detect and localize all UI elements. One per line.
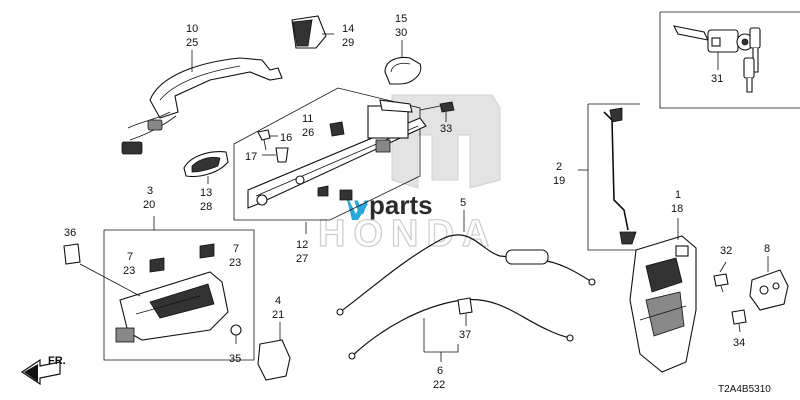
callout-35: 35	[229, 353, 241, 365]
callout-23a: 23	[123, 265, 135, 277]
callout-33: 33	[440, 123, 452, 135]
clip-part-36	[63, 243, 81, 265]
handle-base-frame-box	[233, 87, 421, 221]
inner-handle-cable-part	[348, 298, 574, 360]
bolt-part-35	[230, 324, 242, 344]
callout-7a: 7	[127, 251, 133, 263]
diagram-code: T2A4B5310	[718, 384, 771, 395]
handle-gasket-part	[384, 56, 422, 85]
callout-29: 29	[342, 37, 354, 49]
callout-27: 27	[296, 253, 308, 265]
key-cylinder-part	[673, 25, 754, 53]
cable-clip-part-37	[457, 297, 473, 315]
callout-37: 37	[459, 329, 471, 341]
door-lock-assembly-part	[629, 235, 697, 373]
bolt-part-34	[731, 309, 747, 333]
callout-12: 12	[296, 239, 308, 251]
callout-8: 8	[764, 243, 770, 255]
grommet-part-17	[275, 147, 289, 163]
screw-part-16	[257, 129, 271, 151]
front-marker-label: FR.	[48, 355, 66, 367]
clip-part-in-bracket	[317, 185, 353, 201]
callout-1: 1	[675, 189, 681, 201]
callout-25: 25	[186, 37, 198, 49]
callout-3: 3	[147, 185, 153, 197]
callout-18: 18	[671, 203, 683, 215]
callout-15: 15	[395, 13, 407, 25]
callout-32: 32	[720, 245, 732, 257]
lock-rod-frame-box	[587, 103, 650, 251]
callout-17: 17	[245, 151, 257, 163]
callout-36: 36	[64, 227, 76, 239]
inner-handle-frame-box	[103, 229, 255, 361]
clip-part-7-left	[149, 257, 165, 273]
callout-13: 13	[200, 187, 212, 199]
inner-door-handle-part	[115, 271, 229, 343]
callout-4: 4	[275, 295, 281, 307]
callout-21: 21	[272, 309, 284, 321]
callout-10: 10	[186, 23, 198, 35]
front-direction-arrow-icon	[20, 358, 61, 386]
callout-11: 11	[302, 113, 313, 125]
callout-23b: 23	[229, 257, 241, 269]
door-lock-cable-part	[336, 234, 596, 316]
watermark-site-suffix: parts	[369, 190, 433, 220]
handle-cover-part	[257, 339, 291, 381]
outer-door-handle-part	[121, 57, 283, 155]
callout-26: 26	[302, 127, 314, 139]
callout-19: 19	[553, 175, 565, 187]
callout-6: 6	[437, 365, 443, 377]
callout-34: 34	[733, 337, 745, 349]
base-bolt-33	[439, 101, 455, 122]
screw-part-32	[713, 273, 729, 293]
clip-part-11	[329, 121, 345, 137]
callout-5: 5	[460, 197, 466, 209]
callout-22: 22	[433, 379, 445, 391]
lock-rod-part	[603, 107, 637, 245]
leader-6	[423, 318, 459, 353]
inset-box-cylinder-keys	[659, 11, 800, 109]
handle-base-bracket-part	[247, 99, 427, 209]
watermark-site-logo: v parts	[345, 190, 433, 220]
callout-20: 20	[143, 199, 155, 211]
callout-2: 2	[556, 161, 562, 173]
callout-14: 14	[342, 23, 354, 35]
callout-30: 30	[395, 27, 407, 39]
handle-end-cap-part	[291, 15, 327, 49]
key-part	[743, 27, 761, 93]
handle-protector-part	[183, 151, 229, 178]
door-striker-part	[749, 269, 789, 311]
callout-16: 16	[280, 132, 292, 144]
watermark-brand-text: HONDA	[318, 213, 497, 255]
clip-part-7-right	[199, 243, 215, 259]
callout-28: 28	[200, 201, 212, 213]
callout-31: 31	[711, 73, 723, 85]
callout-7b: 7	[233, 243, 239, 255]
